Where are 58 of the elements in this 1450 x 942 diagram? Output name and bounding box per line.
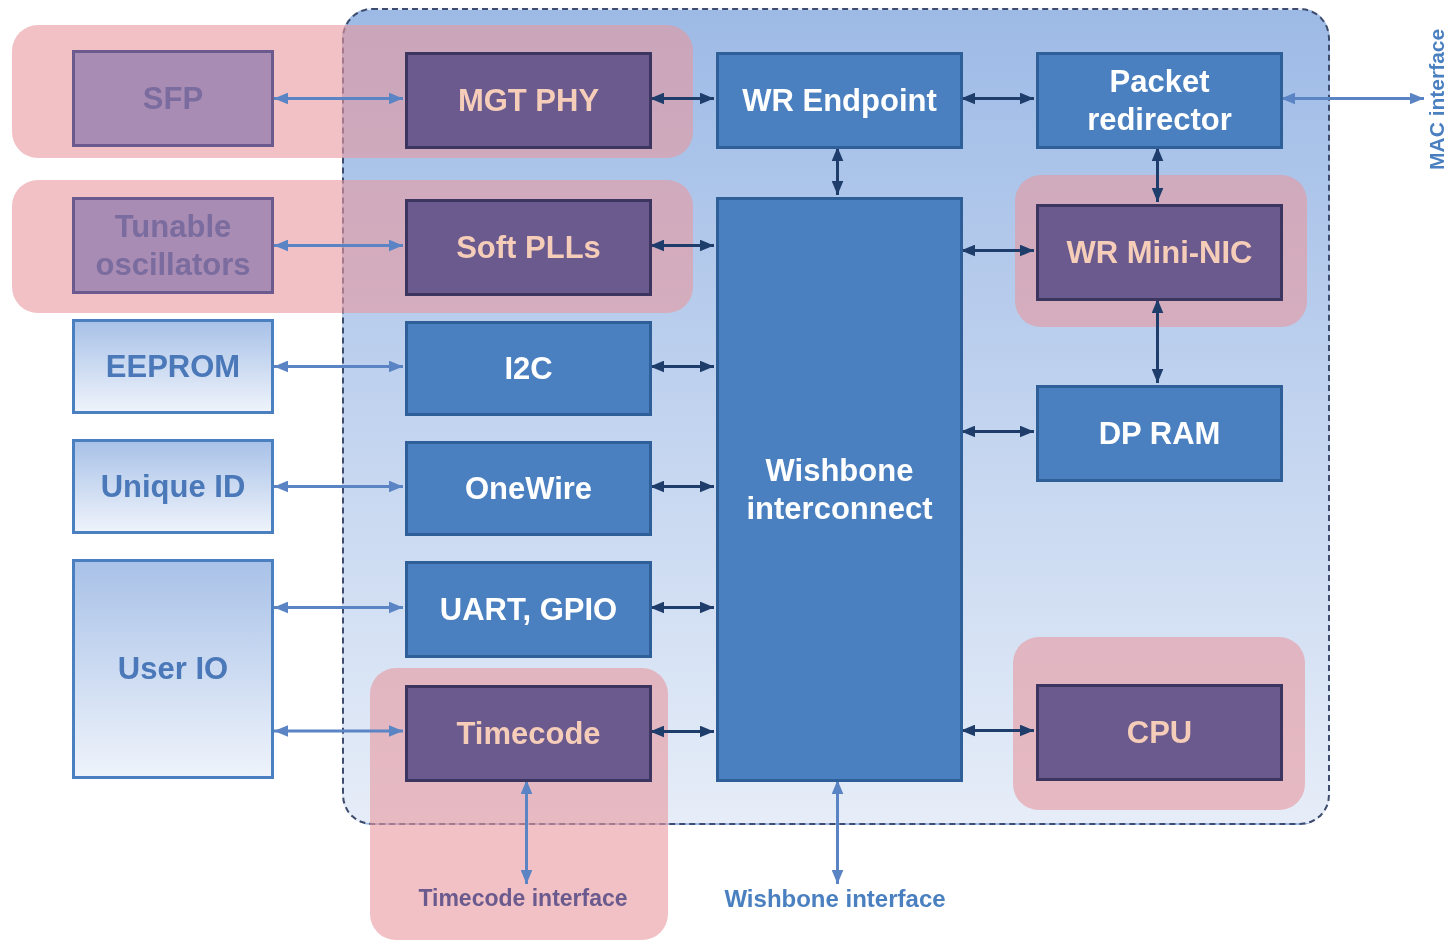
connector-arrow bbox=[650, 239, 714, 252]
connector-arrow bbox=[831, 780, 844, 884]
connector-arrow bbox=[831, 147, 844, 195]
connector-arrow bbox=[650, 360, 714, 373]
block-box bbox=[405, 561, 652, 658]
box-label: I2C bbox=[504, 349, 553, 388]
highlighted-block-box bbox=[1036, 204, 1283, 301]
box-label: WR Mini-NIC bbox=[1066, 233, 1253, 272]
box-label: Unique ID bbox=[100, 467, 246, 506]
connector-arrow bbox=[274, 92, 403, 105]
highlighted-block-box bbox=[405, 685, 652, 782]
box-label: MGT PHY bbox=[457, 81, 600, 120]
connector-arrow bbox=[650, 601, 714, 614]
connector-arrow bbox=[274, 601, 403, 614]
connector-arrow bbox=[1151, 299, 1164, 383]
block-box bbox=[405, 321, 652, 416]
box-label: Soft PLLs bbox=[456, 228, 601, 267]
interface-label: Timecode interface bbox=[388, 884, 658, 912]
box-label: DP RAM bbox=[1098, 414, 1221, 453]
connector-arrow bbox=[274, 360, 403, 373]
external-box bbox=[72, 439, 274, 534]
dashed-container bbox=[342, 8, 1330, 825]
interface-label: MAC interface bbox=[1424, 8, 1450, 190]
connector-arrow bbox=[1281, 92, 1424, 105]
box-label: UART, GPIO bbox=[439, 590, 618, 629]
connector-arrow bbox=[650, 725, 714, 738]
connector-arrow bbox=[1151, 147, 1164, 202]
highlighted-block-box bbox=[1036, 684, 1283, 781]
connector-arrow bbox=[274, 725, 403, 737]
box-label: User IO bbox=[117, 650, 229, 688]
highlighted-block-box bbox=[405, 199, 652, 296]
highlighted-block-box bbox=[405, 52, 652, 149]
connector-arrow bbox=[274, 239, 403, 252]
block-box bbox=[716, 197, 963, 782]
external-box bbox=[72, 319, 274, 414]
connector-arrow bbox=[274, 480, 403, 493]
connector-arrow bbox=[961, 244, 1034, 257]
external-box bbox=[72, 50, 274, 147]
block-box bbox=[1036, 385, 1283, 482]
connector-arrow bbox=[650, 480, 714, 493]
connector-arrow bbox=[961, 724, 1034, 737]
box-label: OneWire bbox=[464, 469, 593, 508]
external-box bbox=[72, 559, 274, 779]
external-box bbox=[72, 197, 274, 294]
box-label: EEPROM bbox=[105, 347, 241, 386]
block-box bbox=[405, 441, 652, 536]
interface-label: Wishbone interface bbox=[700, 884, 970, 914]
connector-arrow bbox=[520, 780, 533, 884]
connector-arrow bbox=[961, 92, 1034, 105]
block-box bbox=[716, 52, 963, 149]
box-label: WR Endpoint bbox=[742, 81, 937, 120]
box-label: Packet redirector bbox=[1086, 63, 1233, 138]
box-label: CPU bbox=[1126, 713, 1193, 752]
block-box bbox=[1036, 52, 1283, 149]
box-label: Wishbone interconnect bbox=[745, 452, 934, 527]
connector-arrow bbox=[961, 425, 1034, 438]
connector-arrow bbox=[650, 92, 714, 105]
box-label: Timecode bbox=[456, 714, 601, 753]
